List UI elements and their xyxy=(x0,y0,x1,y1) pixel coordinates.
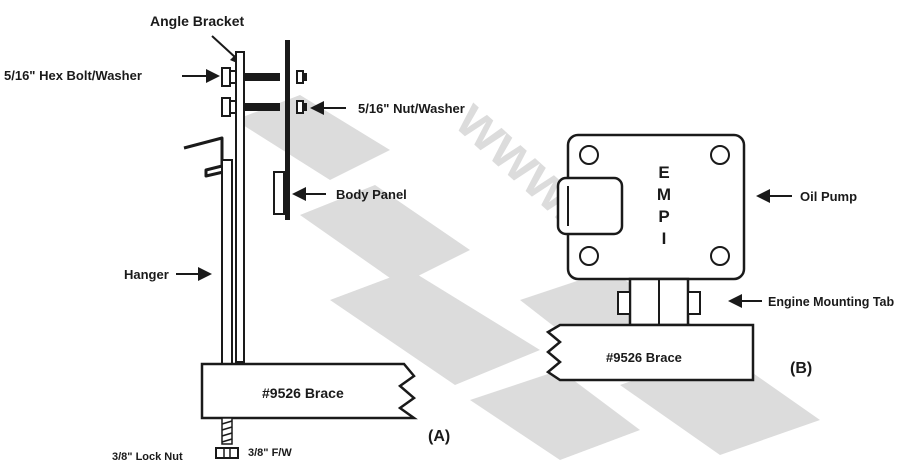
brace-b xyxy=(545,323,755,382)
engine-tab-arrow xyxy=(728,294,762,308)
nut-washer-arrow xyxy=(310,101,346,115)
watermark-stripe xyxy=(470,370,640,460)
mounting-hole xyxy=(579,246,599,266)
brace-b-label: #9526 Brace xyxy=(606,350,682,365)
hex-bolt-label: 5/16" Hex Bolt/Washer xyxy=(4,68,142,83)
lock-nut-label: 3/8" Lock Nut xyxy=(112,451,183,463)
watermark-stripe xyxy=(330,270,540,385)
empi-letter-e: E xyxy=(658,163,669,182)
nut-washer-label: 5/16" Nut/Washer xyxy=(358,101,465,116)
watermark-stripe xyxy=(300,185,470,285)
flat-washer-label: 3/8" F/W xyxy=(248,447,292,459)
watermark-stripe xyxy=(235,95,390,180)
empi-letter-p: P xyxy=(658,207,669,226)
engine-tab-label: Engine Mounting Tab xyxy=(768,295,894,309)
threaded-stud xyxy=(221,417,233,445)
mounting-hole xyxy=(710,246,730,266)
mounting-hole xyxy=(579,145,599,165)
hanger-rod xyxy=(221,159,233,367)
oil-pump-label: Oil Pump xyxy=(800,189,857,204)
oil-pump-fitting xyxy=(556,176,624,236)
angle-bracket-label: Angle Bracket xyxy=(150,13,244,29)
hanger-label: Hanger xyxy=(124,267,169,282)
hex-bolt-arrow xyxy=(182,69,220,83)
mounting-hole xyxy=(710,145,730,165)
empi-letter-i: I xyxy=(662,229,667,248)
empi-letter-m: M xyxy=(657,185,671,204)
oil-pump-arrow xyxy=(756,189,792,203)
hex-bolt-upper xyxy=(221,67,280,87)
view-a-label: (A) xyxy=(428,428,450,445)
hanger-arrow xyxy=(176,267,212,281)
brace-a xyxy=(200,362,418,420)
engine-mounting-tab xyxy=(617,277,701,327)
brace-a-label: #9526 Brace xyxy=(262,385,344,401)
angle-bracket xyxy=(235,51,245,363)
nut-lower xyxy=(296,100,307,114)
body-panel-plate xyxy=(285,40,290,220)
body-panel-arrow xyxy=(292,187,326,201)
view-b-label: (B) xyxy=(790,360,812,377)
hex-bolt-lower xyxy=(221,97,280,117)
nut-upper xyxy=(296,70,307,84)
lock-nut xyxy=(215,447,239,459)
body-panel-label: Body Panel xyxy=(336,187,407,202)
hanger-hook xyxy=(183,136,233,178)
body-panel-block xyxy=(273,171,285,215)
